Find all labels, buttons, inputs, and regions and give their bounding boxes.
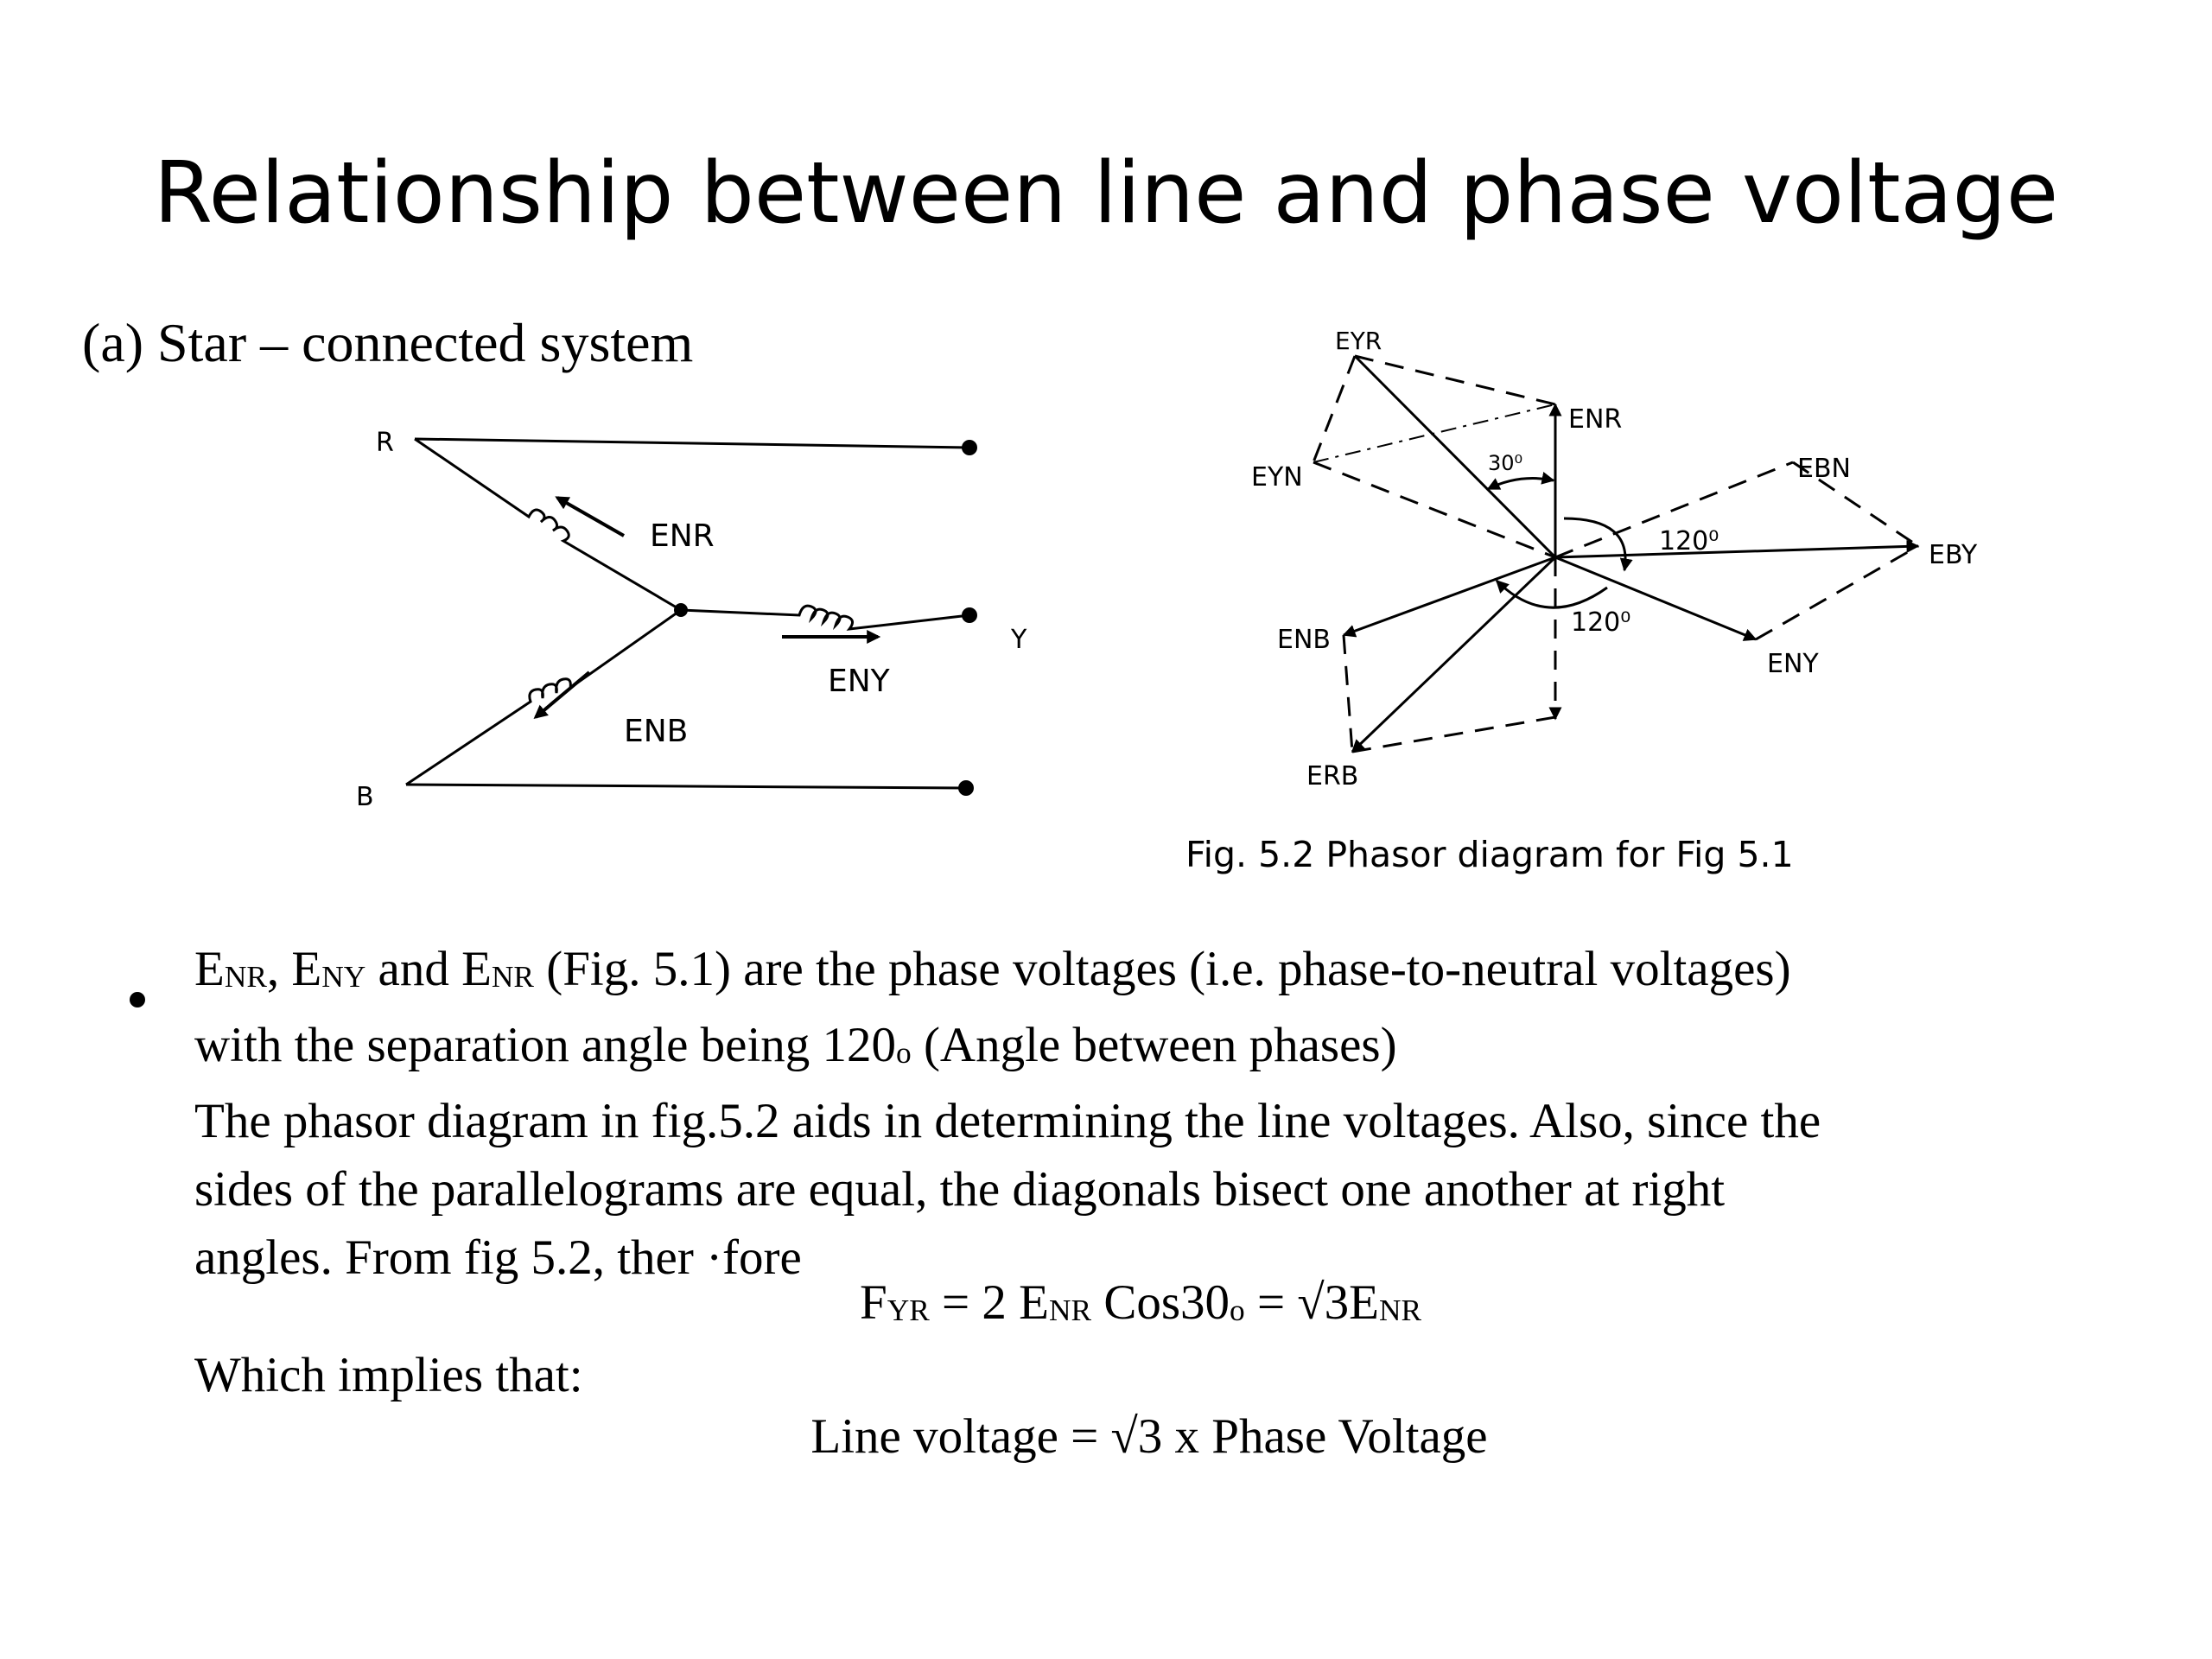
neutral-point [674,603,688,617]
enb-arrow [533,671,591,720]
phasor-enb [1342,556,1556,638]
text-run: F [859,1275,887,1330]
text-line: The phasor diagram in fig.5.2 aids in de… [194,1093,1821,1148]
text-run: = 2 E [929,1275,1049,1330]
eby-label: EBY [1929,540,1978,570]
paragraph-phase-voltages: ENR, ENY and ENR (Fig. 5.1) are the phas… [194,935,2078,1292]
dash-eyr-enr [1354,354,1556,406]
terminal-r-label: R [376,428,394,458]
text-line: sides of the parallelograms are equal, t… [194,1161,1726,1217]
terminal-y-label: Y [1010,625,1027,655]
degree-mark: o [1230,1293,1245,1327]
angle-120-lower-label: 120⁰ [1571,607,1630,638]
figure-caption: Fig. 5.2 Phasor diagram for Fig 5.1 [1185,834,1794,875]
phasor-erb [1351,556,1557,753]
dash-eyn-origin [1313,461,1556,559]
eyn-label: EYN [1251,462,1303,493]
text-line: angles. From fig 5.2, ther ·fore [194,1230,802,1285]
winding-y [680,604,970,631]
slide-title: Relationship between line and phase volt… [153,144,2059,243]
winding-r [414,437,682,612]
subscript: NR [1048,1293,1092,1327]
phasor-diagram: EYR ENR EYN EBN EBY ENB ENY ERB 30⁰ 120⁰… [1251,328,1978,791]
subscript: NY [321,959,366,994]
text-run: , E [266,942,322,996]
dash-eny-eby [1755,544,1919,641]
line-b [405,783,967,790]
terminal-y-dot [962,607,977,623]
text-run: and E [365,942,492,996]
arc-30 [1486,472,1555,491]
dash-enb-erb [1342,634,1354,753]
text-run: = √3E [1244,1275,1379,1330]
phasor-eyr [1353,354,1557,559]
phasor-eny [1554,556,1758,641]
dash-eyr-eyn [1312,355,1357,463]
winding-b [405,608,682,786]
text-run: E [194,942,225,996]
equation-line-voltage: FYR = 2 ENR Cos30o = √3ENR [35,1274,2212,1331]
line-r [414,437,970,449]
enr-phasor-label: ENR [1568,404,1622,435]
text-line: ENR, ENY and ENR (Fig. 5.1) are the phas… [194,935,2078,1011]
subscript: NR [1378,1293,1422,1327]
dash-erb-down [1351,715,1556,753]
dashdot-diagonal [1313,404,1556,463]
text-run: (Angle between phases) [911,1017,1397,1072]
implies-text: Which implies that: [194,1348,583,1402]
equation-conclusion: Line voltage = √3 x Phase Voltage [810,1409,1488,1464]
text-run: Cos30 [1091,1275,1230,1330]
bullet-dot [130,992,145,1007]
section-subheading: (a) Star – connected system [82,312,694,373]
text-run: (Fig. 5.1) are the phase voltages (i.e. … [533,942,1791,996]
dash-ebn-eby [1792,461,1919,548]
terminal-b-label: B [356,782,374,812]
arc-120-b [1495,579,1608,609]
enb-phasor-label: ENB [1277,625,1331,655]
phasor-eby [1554,539,1920,559]
angle-120-upper-label: 120⁰ [1659,526,1719,556]
eyr-label: EYR [1335,328,1382,355]
star-connection-diagram: R Y B ENR ENY ENB [356,428,1027,812]
terminal-b-dot [958,780,974,796]
eny-label: ENY [828,664,891,699]
erb-label: ERB [1306,761,1358,791]
enr-arrow [555,496,625,537]
arc-120-a [1563,517,1633,572]
enb-label: ENB [624,714,688,749]
subscript: YR [887,1293,930,1327]
text-line: with the separation angle being 120o (An… [194,1011,2078,1087]
ebn-label: EBN [1797,454,1851,484]
eny-phasor-label: ENY [1767,649,1819,679]
subscript: NR [491,959,534,994]
subscript: NR [224,959,267,994]
enr-label: ENR [650,518,715,554]
degree-mark: o [896,1035,912,1070]
text-run: with the separation angle being 120 [194,1017,897,1072]
terminal-r-dot [962,440,977,455]
dash-origin-ebn [1554,461,1794,559]
angle-30-label: 30⁰ [1488,451,1522,475]
